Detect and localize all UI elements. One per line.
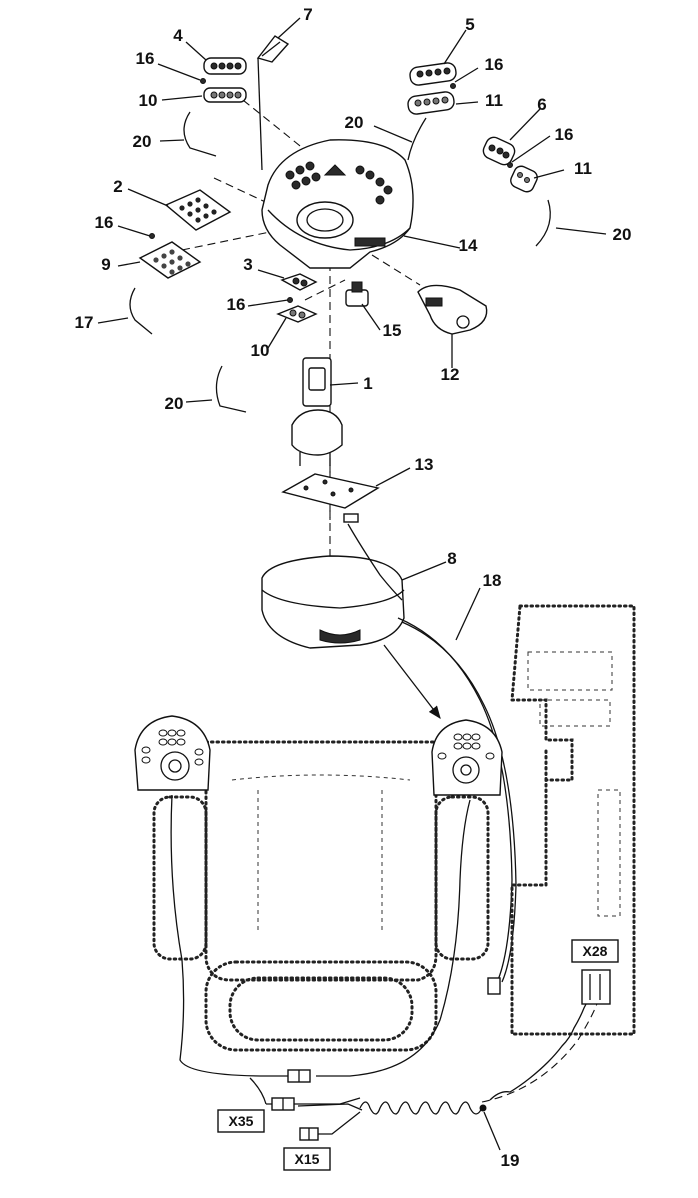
part-11-membrane-right	[407, 91, 455, 115]
part-2-keypad	[164, 189, 232, 231]
part-4-keypad	[203, 57, 247, 75]
part-6-keypad	[482, 136, 516, 166]
part-14-housing	[261, 139, 414, 269]
callout-6: 6	[537, 95, 546, 114]
housing-buttons	[285, 161, 393, 205]
callout-20-left-top: 20	[133, 132, 152, 151]
callout-16-top-right: 16	[485, 55, 504, 74]
callout-10-top: 10	[139, 91, 158, 110]
callout-17: 17	[75, 313, 94, 332]
connector-x35-label: X35	[229, 1113, 254, 1129]
callout-7: 7	[303, 5, 312, 24]
callout-11-right: 11	[574, 159, 592, 178]
connector-x35: X35	[217, 1109, 265, 1133]
callout-5: 5	[465, 15, 474, 34]
seat-outline	[152, 740, 490, 1052]
callout-9: 9	[101, 255, 110, 274]
connector-x28-label: X28	[583, 943, 608, 959]
part-5-keypad	[409, 62, 457, 86]
part-16-clips	[149, 78, 513, 303]
part-12-bracket	[417, 284, 488, 335]
callout-16-top-left: 16	[136, 49, 155, 68]
part-9-membrane	[138, 241, 202, 279]
right-console-outline	[510, 604, 636, 1036]
connector-x15: X15	[283, 1147, 331, 1171]
callout-20-right: 20	[613, 225, 632, 244]
part-13-board	[281, 473, 380, 523]
callout-14: 14	[459, 236, 478, 255]
callout-12: 12	[441, 365, 460, 384]
callouts: 4 16 10 20 7 5 16 11 20 6 16 11 20 2 16 …	[75, 5, 632, 1170]
part-15-switch	[345, 281, 369, 307]
callout-3: 3	[243, 255, 252, 274]
callout-4: 4	[173, 26, 183, 45]
callout-19: 19	[501, 1151, 520, 1170]
wire-harnesses	[129, 111, 551, 413]
connector-x28: X28	[571, 939, 619, 963]
callout-15: 15	[383, 321, 402, 340]
callout-16-right: 16	[555, 125, 574, 144]
part-3-keypad	[280, 273, 318, 291]
leader-lines	[97, 17, 607, 1151]
part-7-cover	[256, 35, 290, 171]
part-1-joystick	[291, 357, 343, 466]
callout-2: 2	[113, 177, 122, 196]
callout-13: 13	[415, 455, 434, 474]
callout-8: 8	[447, 549, 456, 568]
callout-16-center: 16	[227, 295, 246, 314]
callout-16-left: 16	[95, 213, 114, 232]
callout-1: 1	[363, 374, 372, 393]
callout-11-top: 11	[485, 91, 503, 110]
part-10-membrane-top	[203, 87, 247, 103]
callout-10-lower: 10	[251, 341, 270, 360]
connector-x15-label: X15	[295, 1151, 320, 1167]
callout-20-top-center: 20	[345, 113, 364, 132]
harness-19	[170, 794, 611, 1141]
part-8-base	[261, 555, 405, 649]
right-joystick-grip	[431, 719, 503, 796]
part-10-membrane-lower	[276, 305, 318, 323]
left-joystick-grip	[134, 715, 211, 791]
callout-18: 18	[483, 571, 502, 590]
part-11-membrane-side	[510, 165, 538, 193]
callout-20-left-bottom: 20	[165, 394, 184, 413]
